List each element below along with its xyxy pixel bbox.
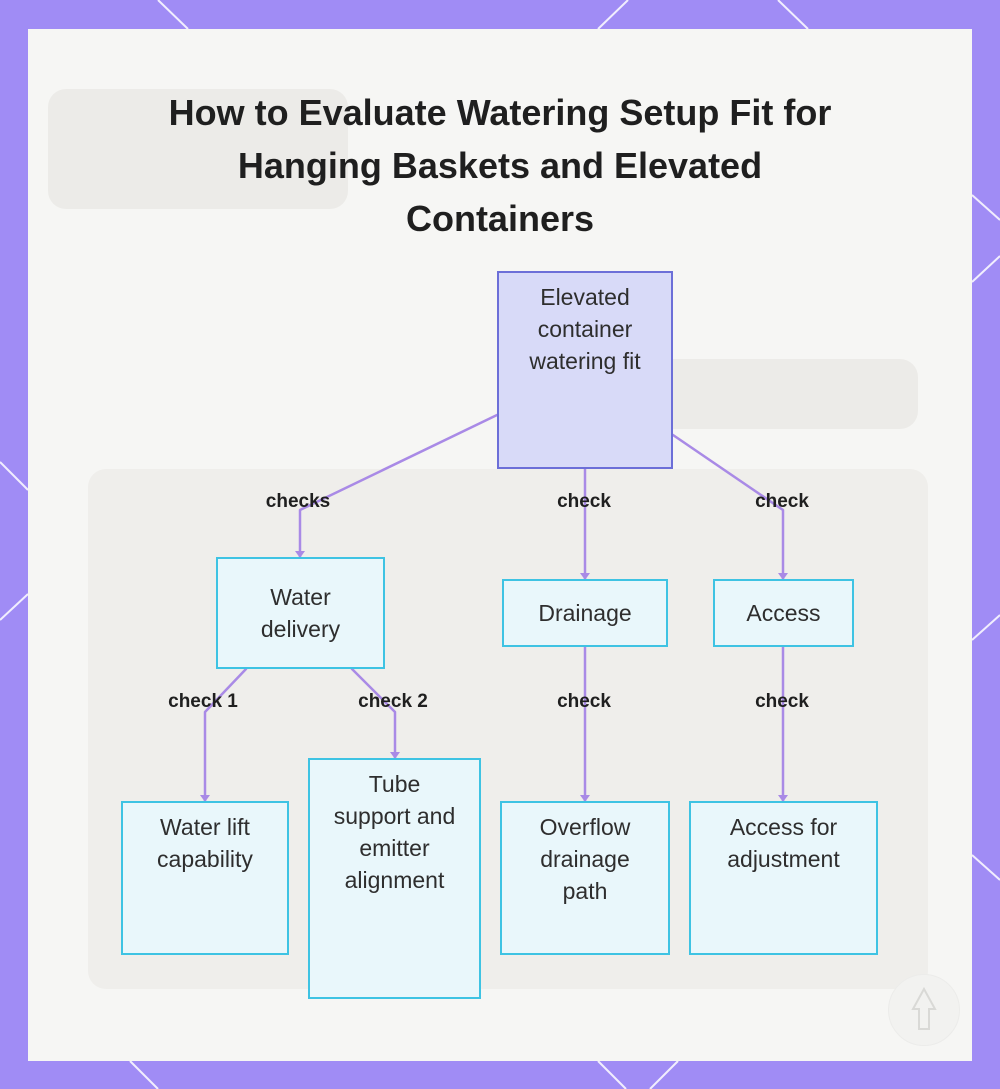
node-label: Drainage (538, 600, 632, 626)
arrowhead-drainage (580, 573, 590, 580)
node-label: Water lift capability (157, 814, 253, 872)
node-tube-support-and-emitter-alignment: Tube support and emitter alignment (308, 758, 481, 999)
edge-label-check-overflow: check (557, 691, 611, 712)
connector-water-delivery-to-water-lift (203, 667, 248, 803)
blurred-background-shape (638, 359, 918, 429)
connector-root-to-access (671, 433, 785, 581)
connector-root-to-water-delivery (298, 413, 499, 559)
node-access-for-adjustment: Access for adjustment (689, 801, 878, 955)
edge-label-check-access-adjust: check (755, 691, 809, 712)
node-label: Access for adjustment (727, 814, 840, 872)
logo-icon (911, 986, 937, 1030)
node-label: Elevated container watering fit (529, 284, 641, 374)
edge-label-checks: checks (265, 491, 331, 512)
arrowhead-tube-support (390, 752, 400, 759)
arrowhead-water-lift (200, 795, 210, 802)
watermark-logo (888, 974, 960, 1046)
edge-label-check-access: check (755, 491, 809, 512)
edge-label-check-2: check 2 (358, 691, 428, 712)
arrowhead-water-delivery (295, 551, 305, 558)
node-label: Water delivery (260, 584, 341, 642)
blurred-background-shape (48, 89, 348, 209)
node-label: Access (746, 600, 821, 626)
node-label: Tube support and emitter alignment (333, 771, 456, 893)
node-drainage: Drainage (502, 579, 668, 647)
arrowhead-access (778, 573, 788, 580)
node-water-lift-capability: Water lift capability (121, 801, 289, 955)
node-water-delivery: Water delivery (216, 557, 385, 669)
arrowhead-access-adjust (778, 795, 788, 802)
node-elevated-container-watering-fit: Elevated container watering fit (497, 271, 673, 469)
node-overflow-drainage-path: Overflow drainage path (500, 801, 670, 955)
edge-label-check-1: check 1 (168, 691, 238, 712)
edge-label-check-drainage: check (557, 491, 611, 512)
connector-water-delivery-to-tube-support (350, 667, 397, 760)
page-title: How to Evaluate Watering Setup Fit for H… (168, 92, 832, 239)
arrowhead-overflow (580, 795, 590, 802)
node-access: Access (713, 579, 854, 647)
node-label: Overflow drainage path (539, 814, 631, 904)
